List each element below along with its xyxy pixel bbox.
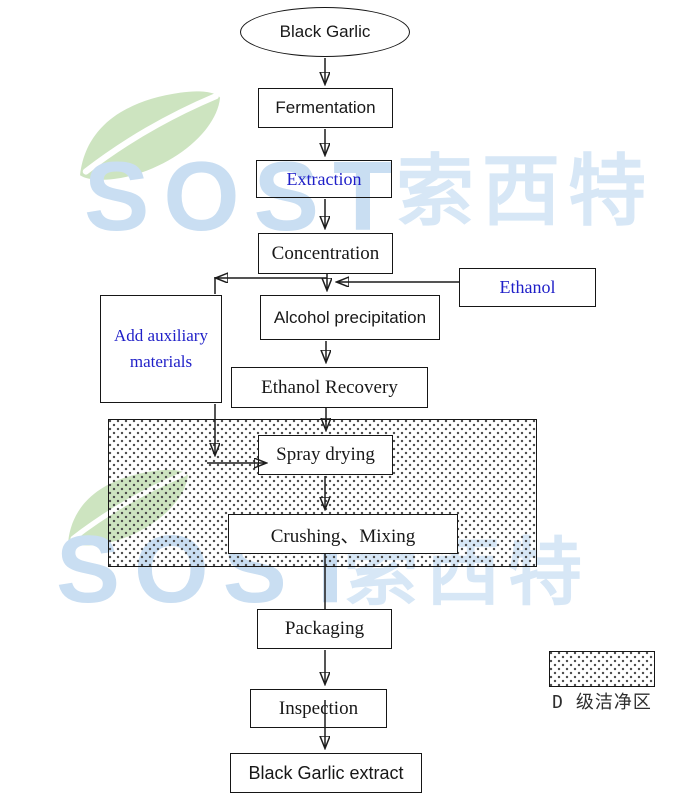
node-extraction: Extraction bbox=[256, 160, 392, 198]
watermark-leaf-icon bbox=[80, 91, 221, 180]
node-alcohol-precipitation: Alcohol precipitation bbox=[260, 295, 440, 340]
watermark-brand-cjk: 索西特 bbox=[396, 147, 655, 235]
node-packaging: Packaging bbox=[257, 609, 392, 649]
watermark-brand-text: SOST bbox=[84, 141, 407, 251]
node-ethanol-recovery: Ethanol Recovery bbox=[231, 367, 428, 408]
node-crushing-mixing: Crushing、Mixing bbox=[228, 514, 458, 554]
node-concentration: Concentration bbox=[258, 233, 393, 274]
node-spray-drying: Spray drying bbox=[258, 435, 393, 475]
legend-clean-area-label: D 级洁净区 bbox=[552, 692, 652, 713]
node-black-garlic-extract: Black Garlic extract bbox=[230, 753, 422, 793]
node-ethanol: Ethanol bbox=[459, 268, 596, 307]
node-add-auxiliary-materials: Add auxiliary materials bbox=[100, 295, 222, 403]
node-fermentation: Fermentation bbox=[258, 88, 393, 128]
node-black-garlic: Black Garlic bbox=[240, 7, 410, 57]
legend-clean-area-swatch bbox=[549, 651, 655, 687]
node-inspection: Inspection bbox=[250, 689, 387, 728]
